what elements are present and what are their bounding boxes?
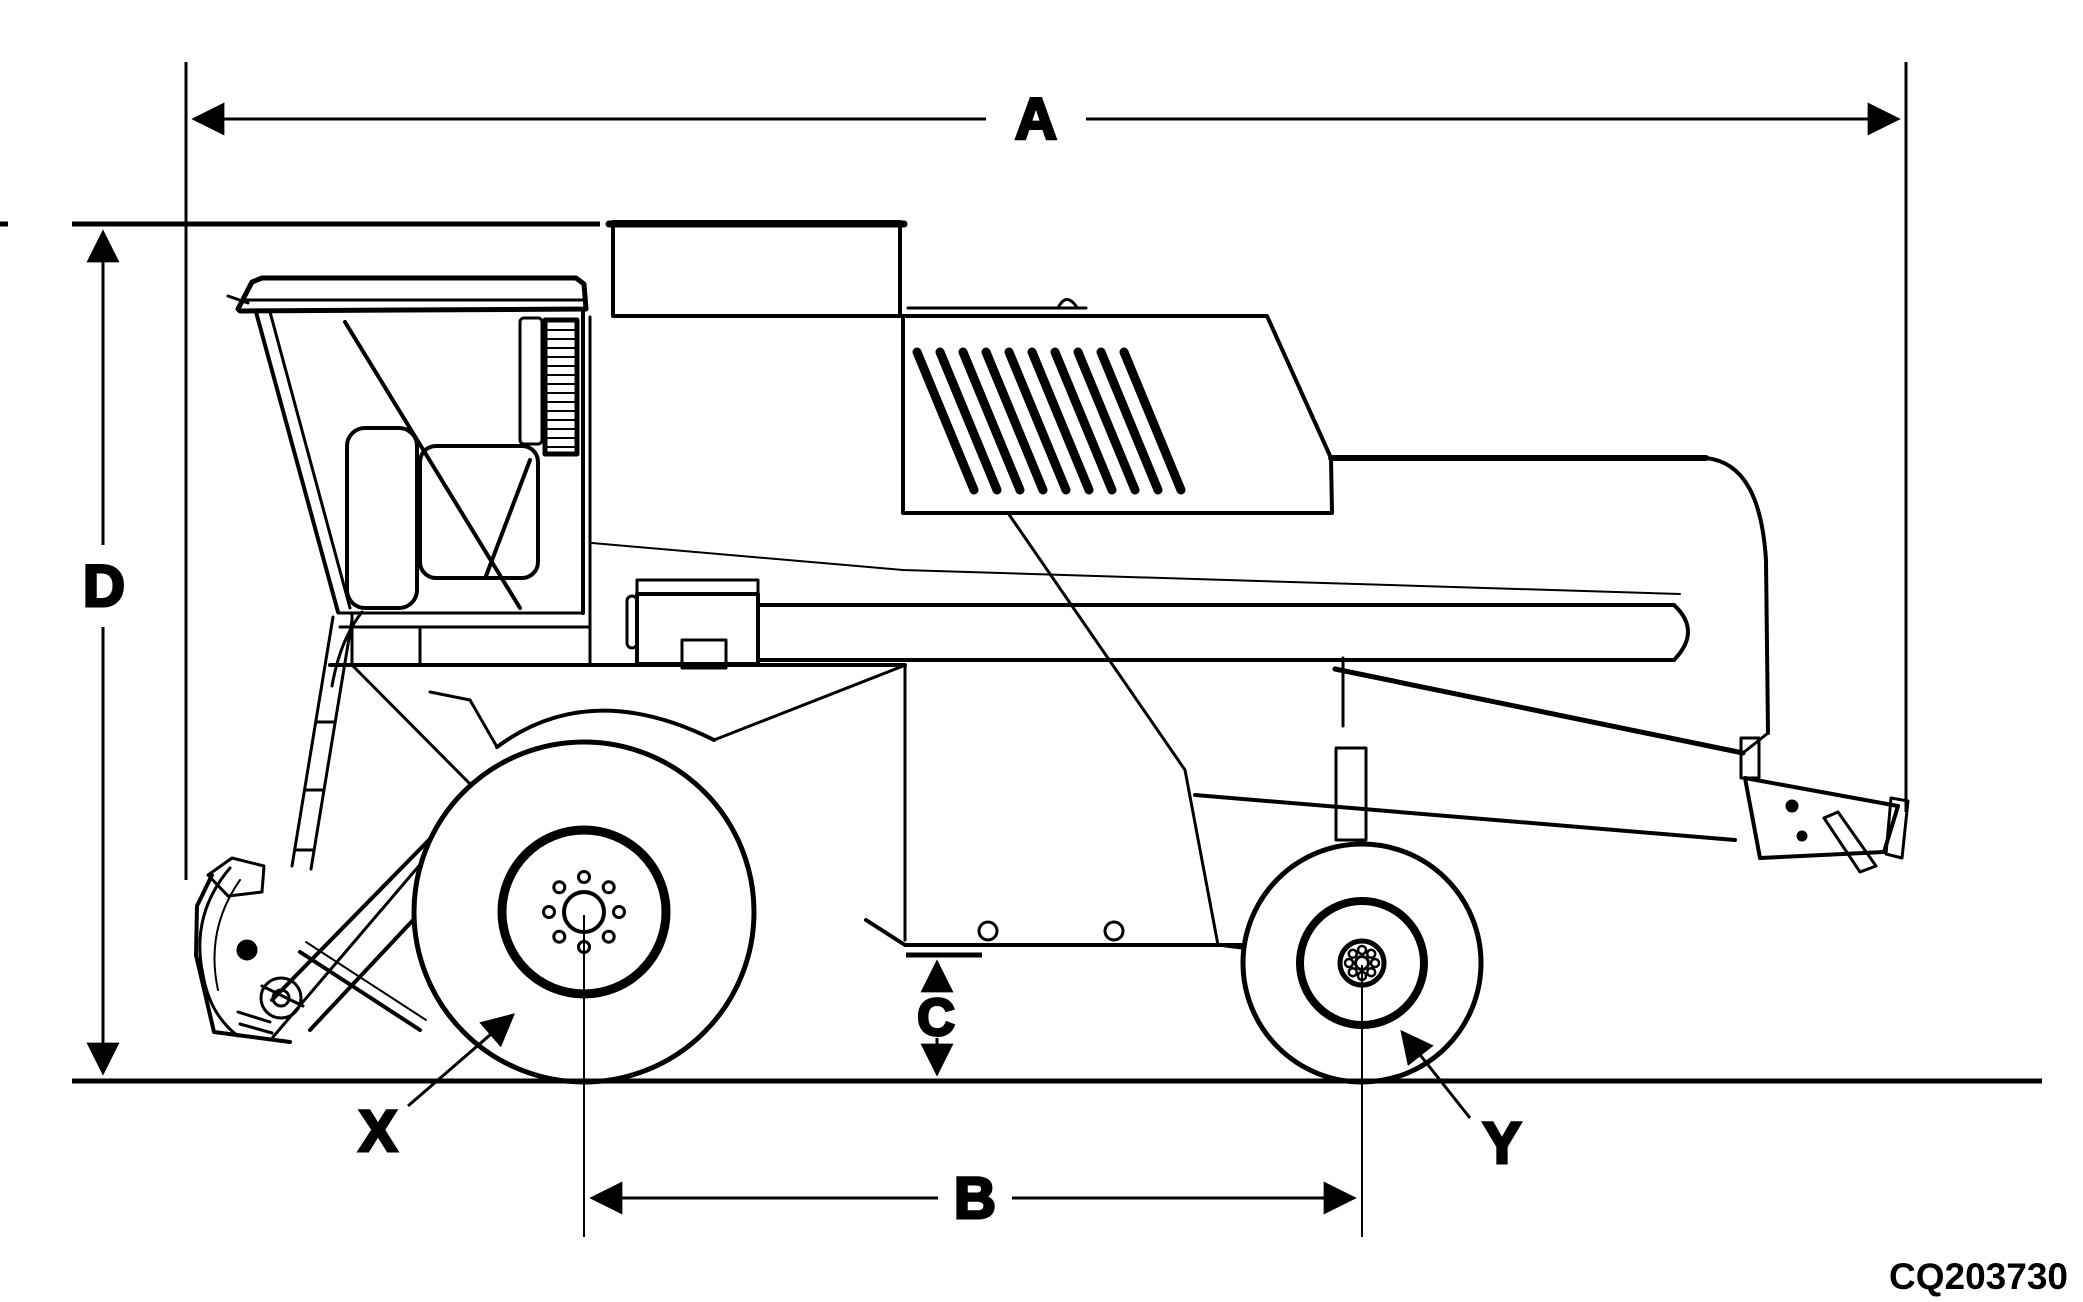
spreader-bolt: [1796, 830, 1808, 842]
callout-X-arrow: [407, 1013, 515, 1108]
windshield-pillar-inner: [268, 310, 352, 610]
hinge-latch: [1056, 298, 1078, 310]
callout-Y-arrow: [1400, 1029, 1472, 1119]
dimension-annotations: A D C B X: [0, 62, 1908, 1237]
cab-vent-slats: [547, 329, 575, 448]
cab-interior-strut: [343, 320, 522, 610]
callout-X: X: [357, 1013, 515, 1166]
lift-cylinder-rod: [305, 941, 427, 1021]
dim-label-C: C: [917, 989, 955, 1047]
gauge-wheel-arm: [260, 984, 305, 1008]
figure-code: CQ203730: [1889, 1256, 2068, 1297]
grain-tank: [605, 220, 1088, 318]
body-side-diagonal: [1006, 511, 1220, 947]
ladder-rail-right: [309, 618, 354, 871]
rear-chassis-diagonal: [1193, 793, 1737, 842]
cab-rear-window: [518, 316, 544, 446]
windshield-pillar-outer: [254, 310, 340, 614]
dimension-D: D: [0, 221, 600, 1076]
cab-vent-panel: [542, 317, 580, 457]
spreader-body: [1743, 776, 1900, 860]
header-snout: [198, 866, 240, 1038]
rear-panel-edge: [1704, 456, 1770, 735]
dim-label-B: B: [954, 1166, 996, 1231]
dim-label-D: D: [83, 554, 125, 619]
engine-compartment: [901, 314, 1334, 515]
ladder-rail-left: [290, 615, 335, 868]
mirror-arm: [226, 294, 250, 305]
engine-cover: [901, 314, 1334, 515]
header-mount-plate: [206, 856, 266, 898]
dimension-A: A: [184, 62, 1908, 880]
underbody-plate: [864, 918, 1245, 947]
ladder: [290, 610, 364, 871]
dimension-C: C: [906, 952, 982, 1077]
auger-head-end: [625, 594, 639, 650]
straw-hood-lower-edge: [1332, 666, 1746, 756]
dim-label-A: A: [1015, 87, 1057, 152]
fender-front-link: [468, 698, 499, 749]
body-crease-line: [591, 542, 1681, 595]
gauge-wheel: [259, 976, 303, 1020]
front-hub-bolts: [542, 870, 626, 954]
tow-hook: [1103, 920, 1125, 942]
rear-panel-bottom: [1741, 731, 1770, 755]
ladder-handrail: [330, 610, 364, 688]
cab-handrail-right: [418, 444, 540, 580]
engine-louvers: [912, 347, 1186, 495]
cab-roof: [235, 275, 589, 314]
wheels: [411, 739, 1484, 1085]
rear-wheel: [1240, 841, 1484, 1085]
auger-head-box: [635, 592, 760, 666]
front-fender-arc: [495, 708, 716, 749]
cab-seat-strut: [484, 458, 532, 578]
lift-cylinder: [298, 950, 422, 1032]
spreader-deflector: [1822, 810, 1878, 874]
cab: [226, 275, 592, 794]
front-wheel: [411, 739, 757, 1085]
fender-front-link2: [428, 690, 472, 702]
header-snout-inner: [213, 879, 241, 991]
straw-spreader: [1739, 736, 1910, 874]
fender-support-arm: [712, 664, 905, 742]
tow-hook: [977, 920, 999, 942]
grain-tank-box: [611, 220, 902, 318]
chassis: [328, 315, 1322, 960]
cab-platform: [418, 625, 592, 667]
auger-gearbox: [680, 638, 728, 670]
dimension-B: B: [583, 915, 1363, 1237]
rear-body: [591, 455, 1770, 842]
cab-handrail-left: [345, 426, 419, 610]
auger-head-cap: [635, 578, 760, 596]
spreader-bolt: [1785, 799, 1799, 813]
auger-tube-end: [1672, 603, 1690, 662]
callout-Y: Y: [1400, 1029, 1523, 1178]
part-label-Y: Y: [1483, 1111, 1522, 1176]
front-body-edge: [350, 663, 480, 794]
header-pivot: [236, 939, 258, 961]
rear-axle-kingpin: [1334, 746, 1368, 842]
header-spring: [238, 1022, 274, 1035]
part-label-X: X: [359, 1099, 398, 1164]
header-spring: [236, 1010, 272, 1024]
spreader-end-plate: [1884, 796, 1910, 860]
